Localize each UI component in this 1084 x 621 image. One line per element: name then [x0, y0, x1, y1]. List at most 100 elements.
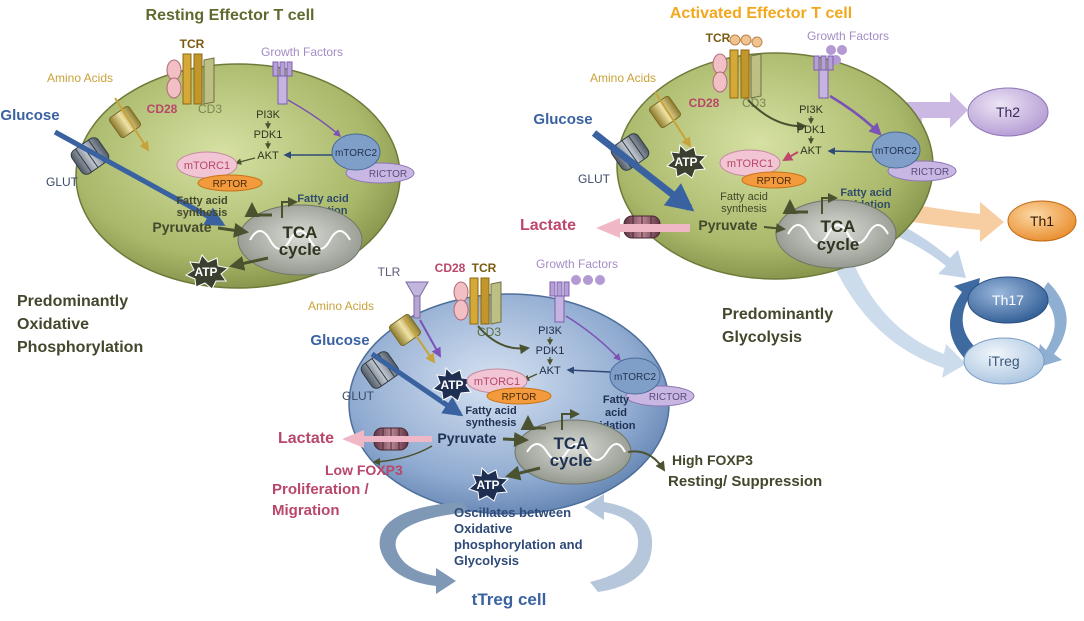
activated-fas-arrow	[782, 199, 808, 214]
treg-tca-line2: cycle	[550, 451, 593, 470]
treg-fas-line1: Fatty acid	[465, 405, 516, 417]
activated-rptor-label: RPTOR	[757, 176, 792, 187]
resting-akt: AKT	[257, 150, 279, 162]
resting-growth-factors-label: Growth Factors	[261, 45, 343, 59]
th1-label: Th1	[1030, 213, 1054, 229]
resting-tca-atp-arrow	[229, 256, 269, 271]
activated-mtorc2-label: mTORC2	[875, 146, 917, 157]
activated-mode-line1: Predominantly	[722, 306, 833, 323]
th17-to-itreg-cycle-arrow	[1036, 282, 1067, 368]
treg-atp-lower-label: ATP	[476, 478, 499, 492]
treg-mtorc2-akt-arrow	[566, 366, 611, 375]
treg-amino-arrow	[403, 317, 436, 364]
treg-glucose-arrow	[370, 351, 464, 417]
treg-pyruvate-tca-arrow	[502, 431, 529, 447]
resting-mode-line2: Oxidative	[17, 316, 89, 333]
treg-low-foxp3-label: Low FOXP3	[325, 462, 403, 478]
activated-lactate-label: Lactate	[520, 217, 576, 234]
resting-tca-line1: TCA	[283, 223, 318, 242]
activated-amino-arrow	[654, 91, 692, 148]
resting-mode-line3: Phosphorylation	[17, 339, 143, 356]
resting-amino-acid-transporter	[108, 105, 142, 139]
resting-cd28-receptor	[166, 59, 182, 99]
treg-pyruvate: Pyruvate	[437, 430, 496, 446]
treg-lactate-label: Lactate	[278, 430, 334, 447]
resting-pyruvate: Pyruvate	[152, 219, 211, 235]
treg-tlr-arrow	[419, 319, 441, 358]
resting-cd3-label: CD3	[198, 102, 222, 116]
resting-amino-arrow	[114, 97, 150, 152]
oscillation-line4: Glycolysis	[454, 553, 519, 568]
treg-cd3-pi3k-arrow	[477, 325, 530, 355]
treg-cd28-label: CD28	[435, 261, 466, 275]
activated-atp-starburst	[666, 143, 708, 179]
treg-amino-acids-label: Amino Acids	[308, 299, 374, 313]
treg-tcr-label: TCR	[472, 261, 497, 275]
treg-growth-factors-label: Growth Factors	[536, 257, 618, 271]
activated-tcr-receptor	[729, 34, 763, 99]
treg-pi3k: PI3K	[538, 325, 563, 337]
activated-cell-group: Activated Effector T cell TCR CD28 CD3 G…	[520, 5, 1077, 385]
activated-glucose-arrow	[591, 130, 695, 212]
treg-glucose-label: Glucose	[310, 332, 369, 349]
treg-mtorc2-label: mTORC2	[614, 372, 656, 383]
resting-rptor-label: RPTOR	[213, 179, 248, 190]
oscillation-line1: Oscillates between	[454, 505, 571, 520]
activated-cd28-label: CD28	[689, 96, 720, 110]
activated-rptor	[741, 171, 807, 189]
treg-gf-mtorc2-arrow	[565, 315, 622, 362]
itreg-to-th17-cycle-arrow	[949, 278, 980, 360]
resting-growth-factor-receptor	[272, 61, 293, 105]
activated-pyruvate-tca-arrow	[763, 223, 786, 234]
resting-mtorc2	[331, 133, 381, 171]
activated-cd3-pi3k-arrow	[747, 99, 807, 132]
activated-fas-line2: synthesis	[721, 203, 767, 215]
treg-mtorc2	[609, 357, 661, 395]
resting-akt-mtorc1-arrow	[234, 157, 256, 165]
treg-cell-title: tTreg cell	[472, 590, 547, 609]
treg-cd28-receptor	[453, 281, 469, 321]
activated-growth-factor-receptor	[813, 45, 847, 99]
activated-mtorc2-akt-arrow	[827, 147, 873, 155]
resting-glucose-label: Glucose	[0, 107, 59, 124]
activated-pyruvate: Pyruvate	[698, 217, 757, 233]
activated-rictor-label: RICTOR	[911, 167, 949, 178]
treg-fao-line1: Fatty	[603, 394, 630, 406]
resting-glucose-arrow	[53, 129, 226, 227]
activated-mode-line2: Glycolysis	[722, 329, 802, 346]
resting-rptor	[197, 174, 263, 192]
treg-fas-line2: synthesis	[466, 417, 517, 429]
treg-low-outcome-line1: Proliferation /	[272, 481, 370, 498]
th2-label: Th2	[996, 104, 1020, 120]
treg-atp-upper-label: ATP	[440, 378, 463, 392]
activated-fao-line1: Fatty acid	[840, 187, 891, 199]
resting-pyruvate-tca-arrow	[217, 222, 249, 238]
th1-subset	[1007, 200, 1077, 242]
resting-cell-group: Resting Effector T cell TCR CD28 CD3 Gro…	[0, 7, 415, 356]
oscillation-line2: Oxidative	[454, 521, 513, 536]
activated-growth-factors-label: Growth Factors	[807, 29, 889, 43]
th17-subset	[967, 276, 1049, 324]
resting-pi3k: PI3K	[256, 109, 281, 121]
activated-cell-title: Activated Effector T cell	[670, 5, 852, 22]
treg-growth-factor-receptor	[549, 275, 605, 323]
oscillation-left-arrow	[379, 502, 470, 594]
resting-mtorc1-label: mTORC1	[184, 160, 230, 172]
resting-fao-line1: Fatty acid	[297, 193, 348, 205]
treg-fao-arrow	[561, 409, 580, 430]
activated-akt-mtorc1-arrow	[782, 151, 799, 161]
activated-glucose-label: Glucose	[533, 111, 592, 128]
resting-tca-line2: cycle	[279, 240, 322, 259]
resting-mito-cristae	[249, 230, 351, 250]
treg-tca-line1: TCA	[554, 434, 589, 453]
treg-atp-lower-starburst	[468, 466, 510, 502]
activated-lactate-arrow	[596, 218, 690, 238]
treg-high-foxp3-label: High FOXP3	[672, 452, 753, 468]
treg-lactate-arrow	[342, 430, 432, 448]
th17-label: Th17	[992, 292, 1024, 308]
treg-high-outcome-label: Resting/ Suppression	[668, 473, 822, 490]
oscillation-right-arrow	[584, 494, 653, 592]
resting-glut-label: GLUT	[46, 175, 79, 189]
activated-cd28-receptor	[712, 53, 728, 93]
treg-tcr-receptor	[469, 277, 502, 325]
